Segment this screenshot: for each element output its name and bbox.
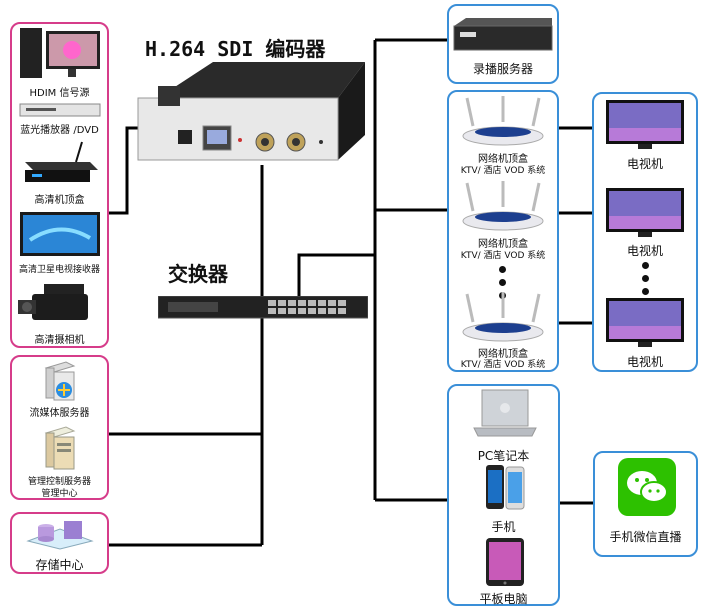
label-hdmi: HDIM 信号源 bbox=[29, 88, 90, 99]
label-camera: 高清摄相机 bbox=[34, 335, 85, 346]
label-recorder: 录播服务器 bbox=[472, 62, 533, 76]
phone-icon bbox=[486, 465, 525, 510]
label-stb-3-line1: 网络机顶盒 bbox=[478, 349, 528, 360]
label-stb-1-line1: 网络机顶盒 bbox=[478, 154, 528, 165]
encoder-device bbox=[137, 62, 365, 161]
label-control-server-1: 管理控制服务器 bbox=[27, 477, 91, 487]
tv-more-dots bbox=[642, 262, 650, 301]
label-satellite: 高清卫星电视接收器 bbox=[18, 265, 100, 275]
label-stb: 高清机顶盒 bbox=[34, 195, 85, 206]
recorder-server-icon bbox=[453, 18, 553, 51]
router-icon-3 bbox=[462, 292, 544, 342]
label-control-server-2: 管理中心 bbox=[41, 489, 78, 499]
label-wechat: 手机微信直播 bbox=[609, 530, 682, 544]
switch-title: 交换器 bbox=[168, 262, 228, 286]
tv-icon-3 bbox=[606, 298, 684, 347]
label-stb-2-line1: 网络机顶盒 bbox=[478, 239, 528, 250]
router-icon-2 bbox=[462, 181, 544, 231]
router-icon-1 bbox=[462, 96, 544, 146]
control-server-icon bbox=[44, 426, 76, 470]
pc-monitor-icon bbox=[20, 28, 100, 78]
label-tablet: 平板电脑 bbox=[479, 592, 528, 606]
laptop-icon bbox=[473, 389, 537, 437]
encoder-title: H.264 SDI 编码器 bbox=[145, 37, 326, 61]
storage-icon bbox=[26, 521, 94, 550]
camera-icon bbox=[18, 284, 88, 320]
satellite-tv-icon bbox=[20, 212, 100, 256]
label-pc: PC笔记本 bbox=[477, 449, 530, 463]
label-bluray: 蓝光播放器 /DVD bbox=[20, 125, 99, 136]
label-tv-3: 电视机 bbox=[626, 355, 663, 369]
label-stb-2-line2: KTV/ 酒店 VOD 系统 bbox=[460, 251, 546, 261]
label-storage: 存储中心 bbox=[35, 558, 84, 572]
wechat-icon bbox=[618, 458, 676, 516]
tv-icon-1 bbox=[606, 100, 684, 149]
label-tv-1: 电视机 bbox=[626, 157, 663, 171]
bluray-player-icon bbox=[19, 103, 101, 117]
tablet-icon bbox=[486, 538, 524, 586]
stb-icon bbox=[25, 141, 98, 182]
streaming-server-icon bbox=[44, 361, 76, 401]
tv-icon-2 bbox=[606, 188, 684, 237]
switch-device bbox=[158, 296, 368, 319]
link-switch-trunk bbox=[297, 253, 375, 297]
label-stb-1-line2: KTV/ 酒店 VOD 系统 bbox=[460, 166, 546, 176]
label-phone: 手机 bbox=[491, 520, 516, 534]
label-streaming-server: 流媒体服务器 bbox=[29, 408, 90, 419]
label-tv-2: 电视机 bbox=[626, 244, 663, 258]
label-stb-3-line2: KTV/ 酒店 VOD 系统 bbox=[460, 360, 546, 370]
